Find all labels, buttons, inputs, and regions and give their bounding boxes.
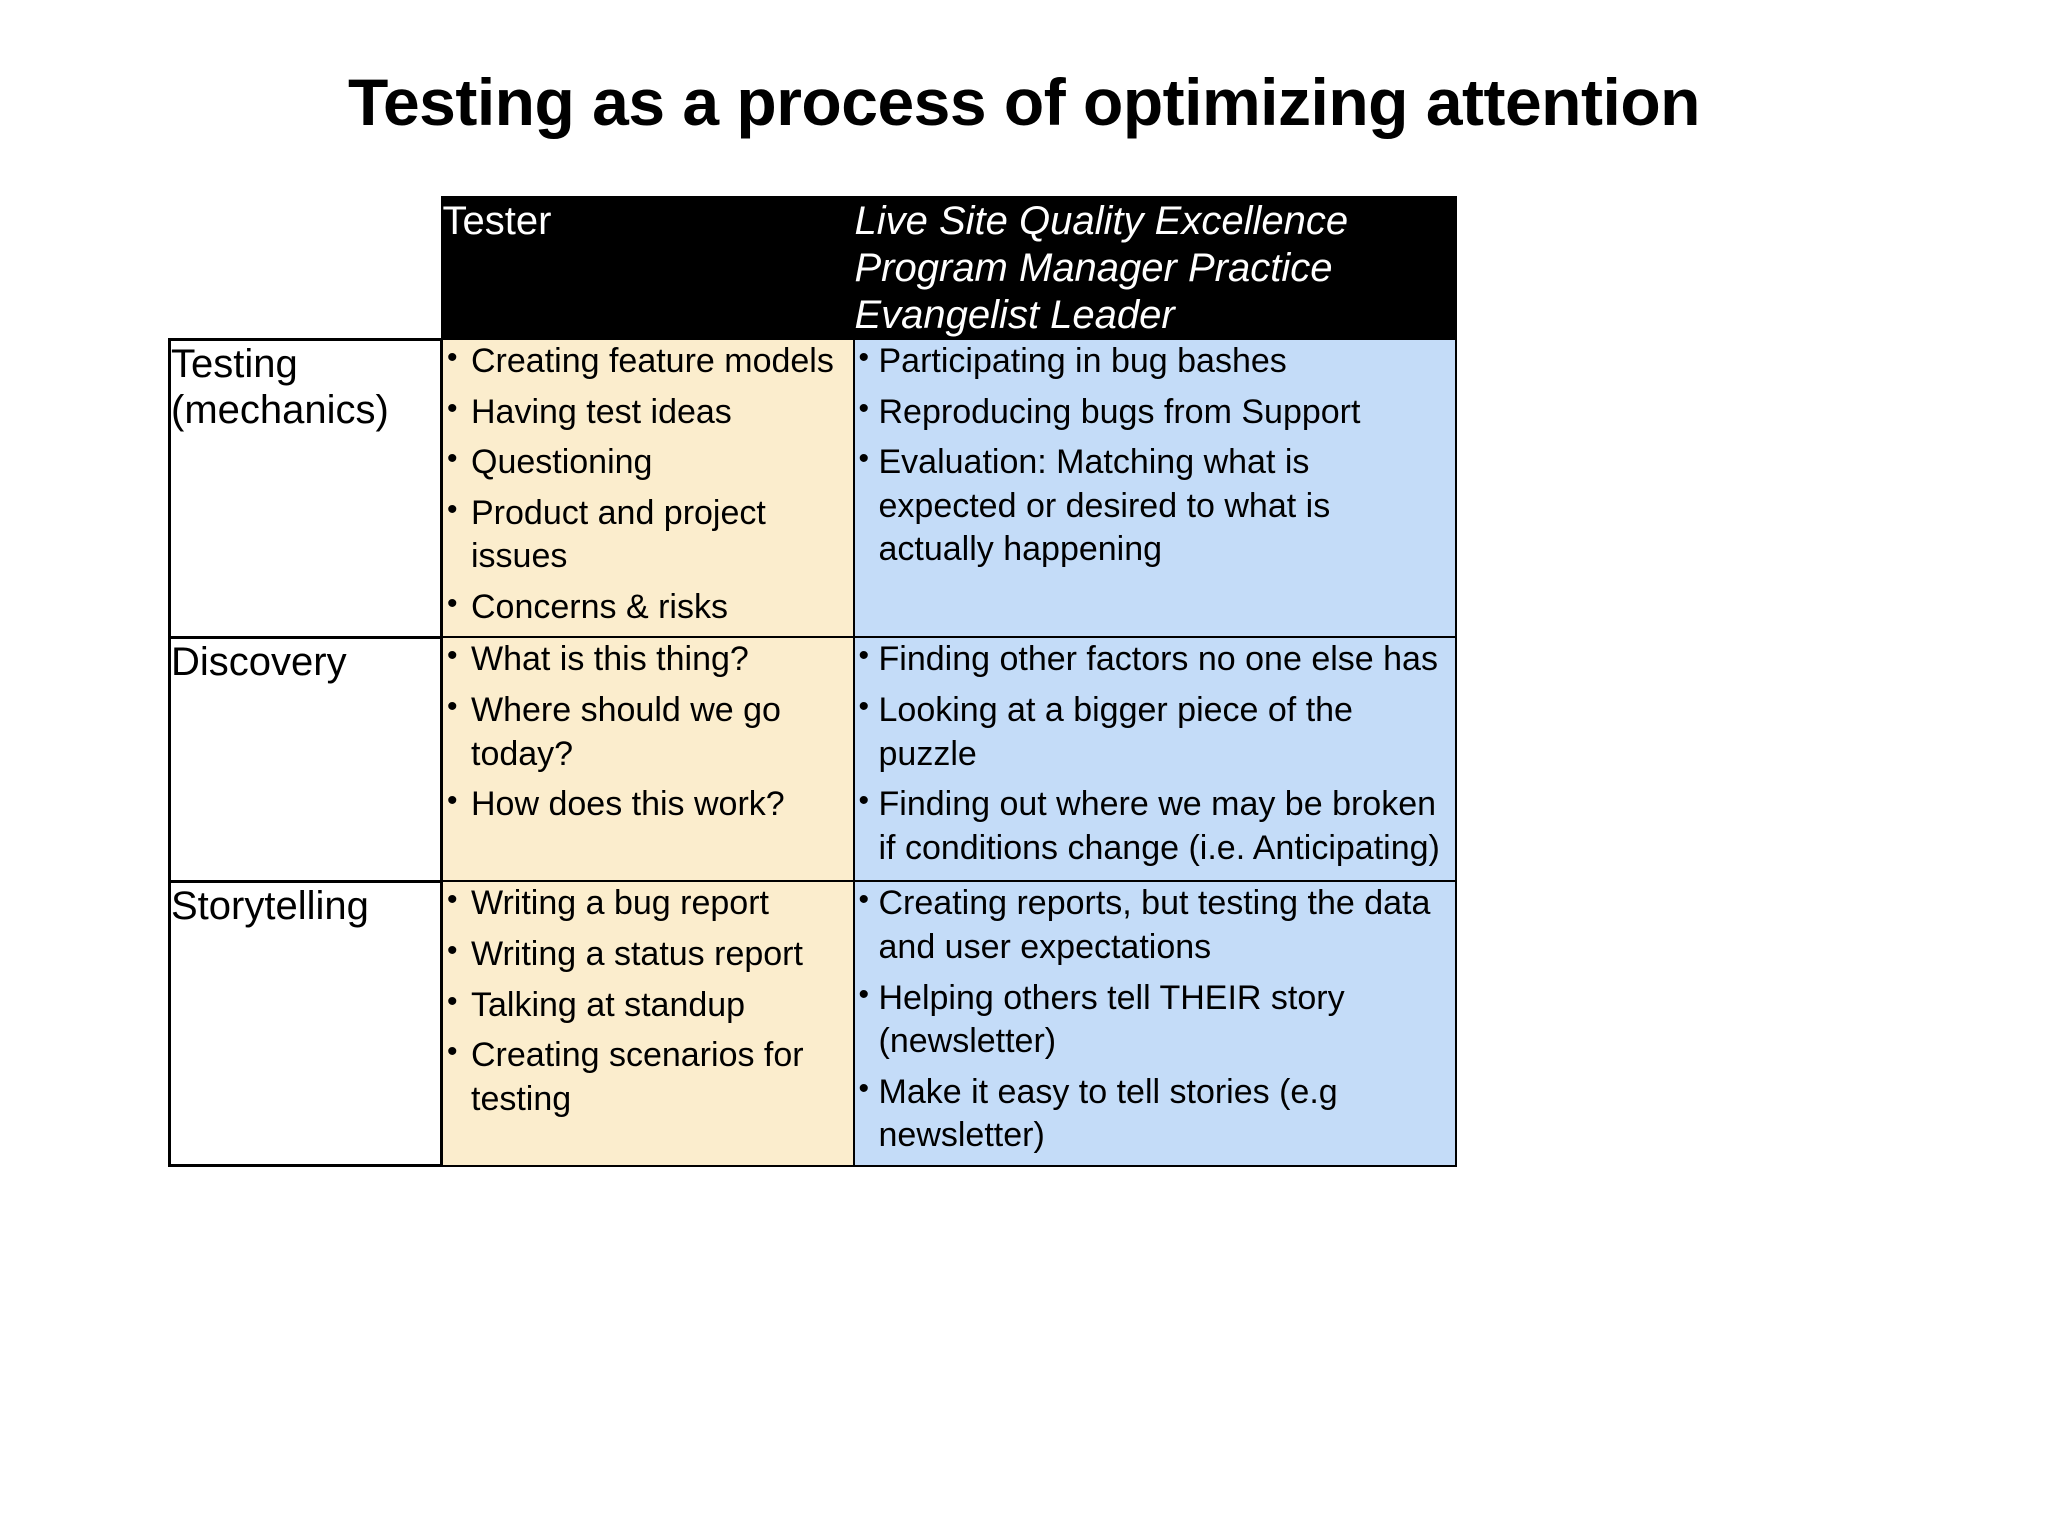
cell-lsq-testing: Participating in bug bashes Reproducing …	[852, 338, 1457, 639]
list-item: Creating scenarios for testing	[443, 1033, 853, 1121]
list-item: Having test ideas	[443, 390, 853, 435]
table-row: Discovery What is this thing? Where shou…	[168, 635, 1457, 883]
row-category-testing-mechanics: Testing (mechanics)	[168, 337, 443, 639]
list-item: Reproducing bugs from Support	[855, 390, 1455, 435]
list-item: Where should we go today?	[443, 688, 853, 776]
roles-comparison-table: Tester Live Site Quality Excellence Prog…	[168, 195, 1457, 1168]
row-category-storytelling: Storytelling	[168, 879, 443, 1168]
bullet-list: Writing a bug report Writing a status re…	[443, 881, 853, 1121]
table-row: Storytelling Writing a bug report Writin…	[168, 879, 1457, 1168]
bullet-list: Finding other factors no one else has Lo…	[855, 637, 1455, 870]
list-item: Participating in bug bashes	[855, 339, 1455, 384]
column-header-lsq-role: Live Site Quality Excellence Program Man…	[852, 195, 1457, 341]
page-title: Testing as a process of optimizing atten…	[348, 65, 1700, 139]
list-item: Creating reports, but testing the data a…	[855, 881, 1455, 969]
list-item: Creating feature models	[443, 339, 853, 384]
cell-lsq-storytelling: Creating reports, but testing the data a…	[852, 880, 1457, 1167]
list-item: Finding other factors no one else has	[855, 637, 1455, 682]
cell-tester-testing: Creating feature models Having test idea…	[440, 338, 855, 639]
bullet-list: Creating reports, but testing the data a…	[855, 881, 1455, 1158]
list-item: Writing a bug report	[443, 881, 853, 926]
bullet-list: Creating feature models Having test idea…	[443, 339, 853, 630]
list-item: Talking at standup	[443, 983, 853, 1028]
table-row: Testing (mechanics) Creating feature mod…	[168, 337, 1457, 639]
list-item: Concerns & risks	[443, 585, 853, 630]
cell-tester-storytelling: Writing a bug report Writing a status re…	[440, 880, 855, 1167]
cell-lsq-discovery: Finding other factors no one else has Lo…	[852, 636, 1457, 883]
cell-tester-discovery: What is this thing? Where should we go t…	[440, 636, 855, 883]
bullet-list: What is this thing? Where should we go t…	[443, 637, 853, 827]
list-item: Finding out where we may be broken if co…	[855, 782, 1455, 870]
list-item: Writing a status report	[443, 932, 853, 977]
row-category-discovery: Discovery	[168, 635, 443, 883]
list-item: Questioning	[443, 440, 853, 485]
list-item: Product and project issues	[443, 491, 853, 579]
list-item: Looking at a bigger piece of the puzzle	[855, 688, 1455, 776]
table-header-row: Tester Live Site Quality Excellence Prog…	[169, 195, 1457, 341]
list-item: What is this thing?	[443, 637, 853, 682]
list-item: How does this work?	[443, 782, 853, 827]
bullet-list: Participating in bug bashes Reproducing …	[855, 339, 1455, 572]
list-item: Helping others tell THEIR story (newslet…	[855, 976, 1455, 1064]
table-corner-cell	[169, 197, 442, 340]
column-header-tester: Tester	[440, 195, 855, 341]
list-item: Make it easy to tell stories (e.g newsle…	[855, 1070, 1455, 1158]
list-item: Evaluation: Matching what is expected or…	[855, 440, 1455, 572]
